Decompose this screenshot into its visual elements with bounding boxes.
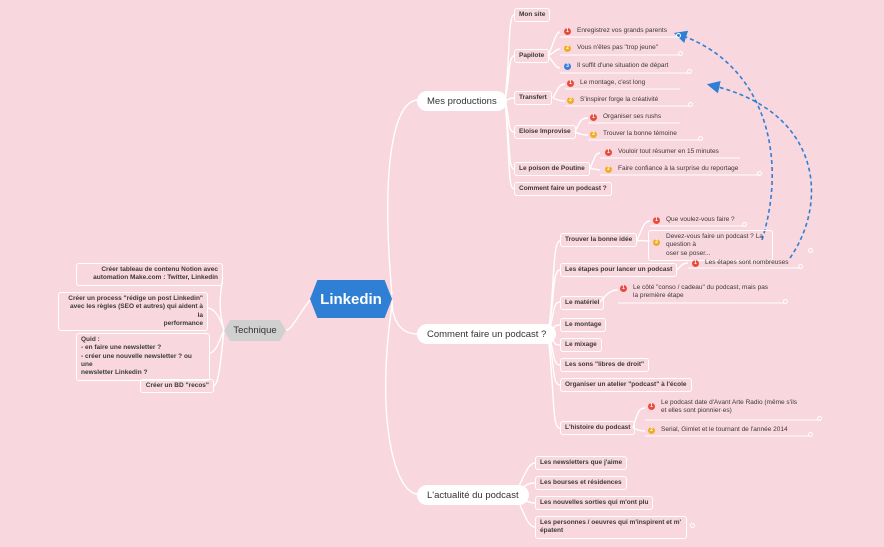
priority-1-icon: 1 — [564, 28, 571, 35]
node-papilote[interactable]: Papilote — [514, 49, 550, 64]
priority-1-icon: 1 — [620, 285, 627, 292]
node-histoire-podcast[interactable]: L'histoire du podcast — [560, 421, 636, 436]
collapse-toggle[interactable] — [808, 432, 813, 437]
node-personnes-oeuvres[interactable]: Les personnes / oeuvres qui m'inspirent … — [535, 516, 687, 539]
node-materiel[interactable]: Le matériel — [560, 296, 605, 311]
topic-actualite-podcast[interactable]: L'actualité du podcast — [417, 485, 529, 505]
collapse-toggle[interactable] — [798, 264, 803, 269]
node-eloise-improvise[interactable]: Eloise Improvise — [514, 125, 576, 140]
node-poison-poutine[interactable]: Le poison de Poutine — [514, 162, 590, 177]
node-transfert[interactable]: Transfert — [514, 91, 552, 106]
node-montage[interactable]: Le montage — [560, 318, 607, 333]
priority-2-icon: 2 — [564, 45, 571, 52]
collapse-toggle[interactable] — [817, 416, 822, 421]
node-comment-faire-podcast[interactable]: Comment faire un podcast ? — [514, 182, 612, 197]
collapse-toggle[interactable] — [676, 33, 681, 38]
priority-2-icon: 2 — [648, 427, 655, 434]
topic-comment-faire-podcast[interactable]: Comment faire un podcast ? — [417, 324, 557, 344]
technique-item-notion[interactable]: Créer tableau de contenu Notion avec aut… — [76, 263, 223, 286]
technique-item-newsletter[interactable]: Quid : - en faire une newsletter ? - cré… — [76, 333, 210, 381]
priority-1-icon: 1 — [567, 80, 574, 87]
node-bonne-idee[interactable]: Trouver la bonne idée — [560, 233, 638, 248]
node-mixage[interactable]: Le mixage — [560, 338, 602, 353]
node-newsletters[interactable]: Les newsletters que j'aime — [535, 456, 628, 471]
collapse-toggle[interactable] — [678, 51, 683, 56]
collapse-toggle[interactable] — [690, 523, 695, 528]
priority-1-icon: 1 — [648, 403, 655, 410]
priority-1-icon: 1 — [692, 260, 699, 267]
node-nouvelles-sorties[interactable]: Les nouvelles sorties qui m'ont plu — [535, 496, 654, 511]
topic-mes-productions[interactable]: Mes productions — [417, 91, 507, 111]
priority-1-icon: 1 — [590, 114, 597, 121]
collapse-toggle[interactable] — [783, 299, 788, 304]
priority-2-icon: 2 — [567, 97, 574, 104]
node-mon-site[interactable]: Mon site — [514, 8, 551, 23]
collapse-toggle[interactable] — [698, 136, 703, 141]
priority-2-icon: 2 — [605, 166, 612, 173]
collapse-toggle[interactable] — [757, 171, 762, 176]
node-sons-libres[interactable]: Les sons "libres de droit" — [560, 358, 650, 373]
priority-3-icon: 3 — [564, 63, 571, 70]
topic-technique[interactable]: Technique — [224, 320, 286, 341]
node-bourses[interactable]: Les bourses et résidences — [535, 476, 627, 491]
collapse-toggle[interactable] — [687, 69, 692, 74]
technique-item-bd[interactable]: Créer un BD "recos" — [140, 379, 214, 394]
technique-item-process[interactable]: Créer un process "rédige un post Linkedi… — [58, 292, 208, 332]
central-topic[interactable]: Linkedin — [310, 280, 392, 318]
priority-1-icon: 1 — [653, 217, 660, 224]
collapse-toggle[interactable] — [742, 222, 747, 227]
priority-2-icon: 2 — [653, 239, 660, 246]
collapse-toggle[interactable] — [688, 102, 693, 107]
node-atelier-ecole[interactable]: Organiser un atelier "podcast" à l'école — [560, 378, 692, 393]
priority-2-icon: 2 — [590, 131, 597, 138]
node-etapes[interactable]: Les étapes pour lancer un podcast — [560, 263, 678, 278]
collapse-toggle[interactable] — [808, 248, 813, 253]
priority-1-icon: 1 — [605, 149, 612, 156]
